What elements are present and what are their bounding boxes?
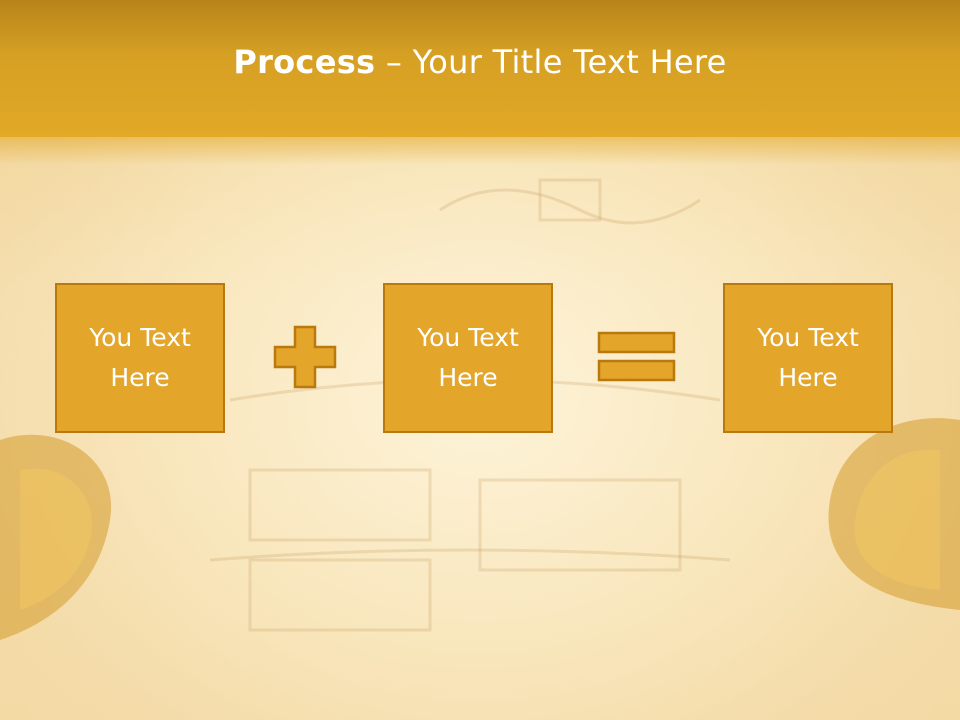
title-rest: – Your Title Text Here (375, 42, 727, 81)
title-bar: Process – Your Title Text Here (0, 0, 960, 137)
process-box-3-text: You Text Here (757, 323, 859, 392)
slide-title: Process – Your Title Text Here (233, 43, 726, 81)
title-bold: Process (233, 42, 376, 81)
process-box-2[interactable]: You Text Here (383, 283, 553, 433)
process-box-1[interactable]: You Text Here (55, 283, 225, 433)
process-box-3[interactable]: You Text Here (723, 283, 893, 433)
process-box-1-text: You Text Here (89, 323, 191, 392)
title-bar-fade (0, 137, 960, 165)
plus-icon (273, 325, 337, 389)
process-box-2-text: You Text Here (417, 323, 519, 392)
equals-icon (597, 331, 676, 382)
